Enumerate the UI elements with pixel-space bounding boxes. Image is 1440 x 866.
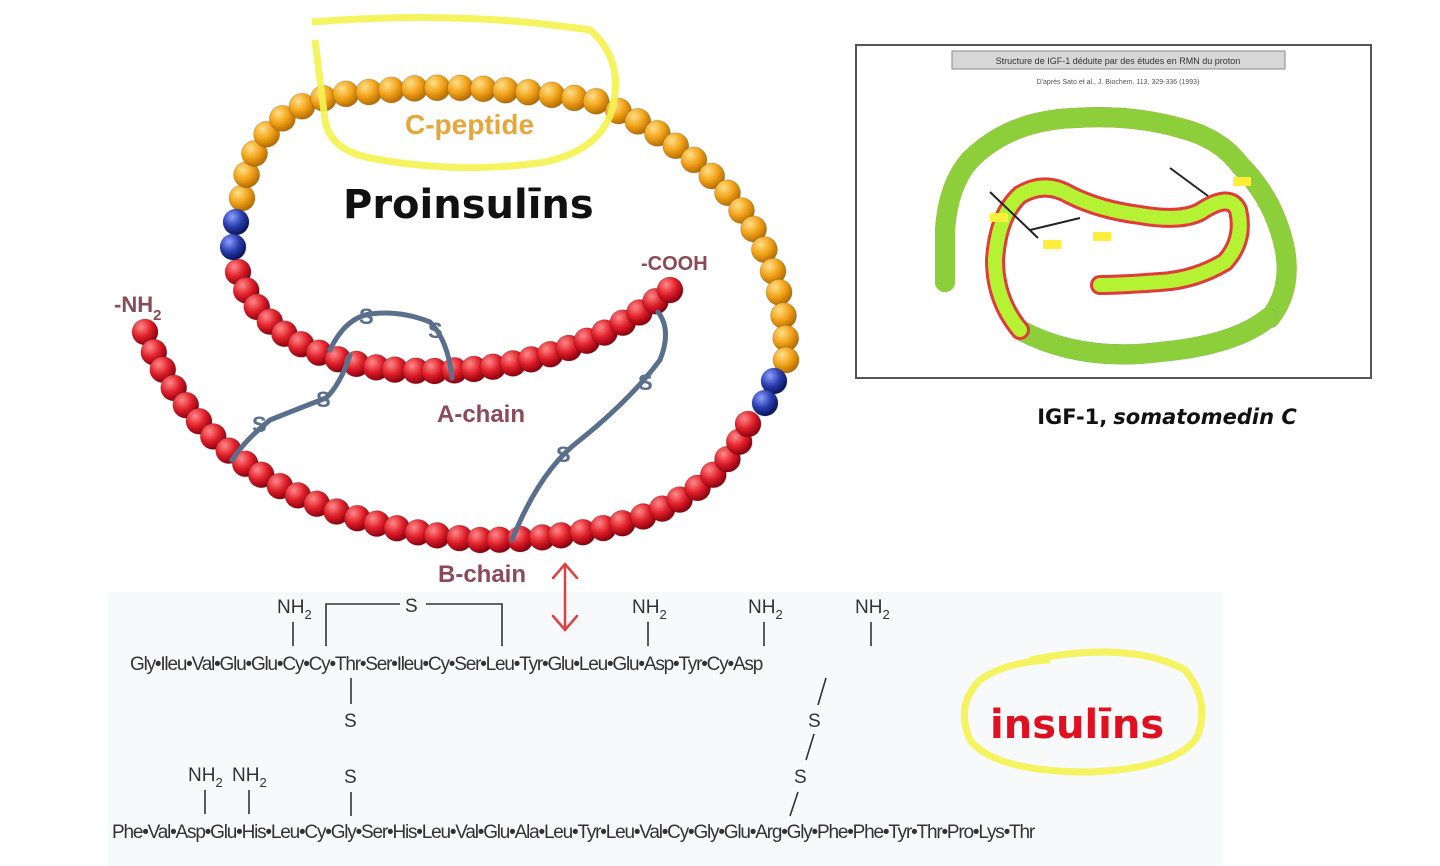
c-peptide-residue <box>582 87 610 115</box>
c-peptide-residue <box>740 215 768 243</box>
disulfide-s-1: S <box>359 304 374 329</box>
c-peptide-residue <box>698 162 726 190</box>
igf1-caption-bold: IGF-1, <box>1037 405 1107 429</box>
cooh-label: -COOH <box>641 253 708 275</box>
c-peptide-highlight <box>311 14 619 172</box>
c-peptide-residue <box>770 302 797 330</box>
c-peptide-residue <box>268 104 296 132</box>
igf1-tag-2 <box>1043 240 1061 249</box>
c-peptide-residue <box>624 107 652 135</box>
interchain-disulfide-right-bottom <box>789 791 799 817</box>
c-peptide-residue <box>772 346 800 374</box>
sequence-panel <box>108 592 1223 866</box>
c-peptide-residue <box>423 74 451 102</box>
a-chain-intra-disulfide-bracket <box>325 603 400 646</box>
a-chain-sequence: Gly•Ileu•Val•Glu•Glu•Cy•Cy•Thr•Ser•Ileu•… <box>130 654 763 675</box>
c-peptide-chain <box>228 74 800 374</box>
interchain-disulfide-left-s1: S <box>344 711 357 732</box>
igf1-tag-1 <box>990 213 1008 222</box>
c-peptide-residue <box>728 197 755 224</box>
nh2-label-subscript: 2 <box>153 307 161 324</box>
b-chain-label: B-chain <box>438 561 526 588</box>
junction-residue <box>219 233 247 261</box>
c-peptide-residue <box>228 184 256 212</box>
igf1-disulfide-1 <box>1029 217 1081 231</box>
disulfide-bond-a-b-left <box>229 352 353 463</box>
nh2-label: -NH2 <box>114 292 161 324</box>
disulfide-s-4: S <box>252 412 267 437</box>
a-chain <box>224 258 684 385</box>
igf1-a-domain-fill <box>987 180 1247 337</box>
c-peptide-residue <box>377 76 405 104</box>
igf1-disulfide-3 <box>1169 167 1209 197</box>
disulfide-s-5: S <box>638 370 653 395</box>
c-peptide-residue <box>492 76 519 104</box>
proinsulin-title: Proinsulīns <box>343 182 594 228</box>
a-chain-label: A-chain <box>437 401 525 428</box>
c-peptide-residue <box>765 278 793 306</box>
igf1-header-box <box>951 50 1286 70</box>
junction-residue <box>222 208 250 236</box>
junction-residue <box>751 389 779 417</box>
c-peptide-residue <box>643 119 671 147</box>
igf1-tag-3 <box>1093 232 1111 241</box>
disulfide-bond-intra-a <box>327 310 455 381</box>
double-arrow-icon <box>551 562 579 632</box>
b-chain-nh2-gln4: NH2 <box>232 765 267 790</box>
disulfide-bonds: S S S S S S <box>229 304 668 543</box>
interchain-disulfide-right-s2: S <box>794 767 807 788</box>
interchain-disulfide-right-top <box>817 677 827 706</box>
disulfide-bond-a-b-right <box>509 309 668 543</box>
a-chain-residue <box>656 276 684 304</box>
a-chain-nh2-asp18: NH2 <box>748 597 783 622</box>
igf1-disulfide-2 <box>989 191 1039 239</box>
insulin-sequence: NH2 NH2 NH2 NH2 S Gly•Ileu•Val•Glu•Glu•C… <box>112 596 1037 843</box>
b-chain-residue <box>423 521 451 549</box>
a-chain-nh2-glu5: NH2 <box>277 597 312 622</box>
c-peptide-residue <box>332 80 360 108</box>
b-chain-sequence: Phe•Val•Asp•Glu•His•Leu•Cy•Gly•Ser•His•L… <box>112 822 1036 843</box>
igf1-b-domain-fill <box>935 107 1297 328</box>
disulfide-s-6: S <box>556 442 571 467</box>
igf1-subheader: D'après Sato et al., J. Biochem. 113, 32… <box>1037 79 1200 86</box>
junction-beads <box>219 208 788 417</box>
interchain-disulfide-right-s1: S <box>808 711 821 732</box>
b-chain <box>131 318 762 554</box>
c-peptide-residue <box>253 120 281 148</box>
b-chain-residue <box>734 410 762 438</box>
c-peptide-residue <box>680 146 708 174</box>
c-peptide-residue <box>514 78 542 106</box>
c-peptide-residue <box>446 74 474 102</box>
c-peptide-residue <box>662 132 690 160</box>
disulfide-s-3: S <box>316 387 331 412</box>
igf1-header: Structure de IGF-1 déduite par des étude… <box>996 56 1241 66</box>
c-peptide-residue <box>538 81 566 109</box>
a-chain-intra-disulfide-bracket-right <box>426 603 503 646</box>
nh2-label-text: -NH <box>114 292 153 317</box>
igf1-c-domain-fill <box>1010 308 1278 365</box>
b-chain-nh2-asn3: NH2 <box>188 765 223 790</box>
a-chain-nh2-asp21: NH2 <box>855 597 890 622</box>
igf1-panel: Structure de IGF-1 déduite par des étude… <box>855 44 1372 429</box>
igf1-caption-italic: somatomedin C <box>1113 405 1297 429</box>
a-chain-intra-disulfide-s: S <box>405 596 418 617</box>
c-peptide-residue <box>241 140 268 167</box>
interchain-disulfide-left-s2: S <box>344 767 357 788</box>
disulfide-s-2: S <box>428 318 443 343</box>
igf1-tag-4 <box>1233 177 1251 186</box>
interchain-disulfide-right-mid <box>805 733 815 761</box>
insulin-label-highlight <box>960 648 1206 776</box>
a-chain-nh2-glu15: NH2 <box>632 597 667 622</box>
c-peptide-residue <box>400 74 428 102</box>
insulin-label: insulīns <box>990 702 1164 748</box>
c-peptide-residue <box>714 179 741 207</box>
c-peptide-label: C-peptide <box>405 109 534 140</box>
igf1-caption: IGF-1,somatomedin C <box>1037 405 1297 429</box>
